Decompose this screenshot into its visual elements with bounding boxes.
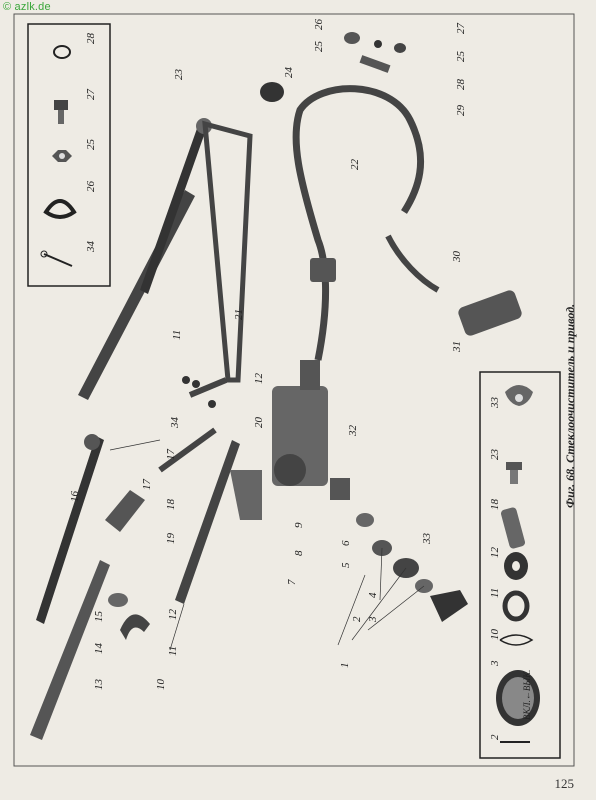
callout-2b: 2 [489, 734, 501, 740]
callout-20: 20 [253, 417, 265, 429]
callout-18: 18 [489, 499, 501, 511]
washer-28-icon [53, 45, 71, 59]
callout-8: 8 [293, 550, 305, 556]
callout-9: 9 [293, 522, 305, 528]
linkage-rods [158, 120, 253, 604]
watermark: © azlk.de [3, 1, 51, 13]
callout-24: 24 [283, 67, 295, 79]
cotter-pin-34-icon [40, 250, 73, 267]
callout-4: 4 [367, 592, 379, 598]
callout-27: 27 [85, 89, 97, 101]
screw-27-icon [54, 100, 68, 124]
callout-14: 14 [93, 643, 105, 655]
bushing-33-icon [505, 385, 533, 406]
callout-12: 12 [489, 547, 501, 559]
callout-34: 34 [85, 241, 97, 254]
callout-34: 34 [169, 417, 181, 430]
top-fastener-cluster [260, 32, 406, 102]
callout-18: 18 [165, 499, 177, 511]
callout-11b: 11 [171, 330, 183, 340]
callout-28: 28 [455, 79, 467, 91]
callout-11: 11 [489, 588, 501, 598]
spring-clip-10-icon [499, 634, 534, 646]
inset-parts-bottom [479, 371, 561, 759]
lower-parts-column [330, 478, 468, 622]
callout-26: 26 [313, 19, 325, 31]
flexible-cable-drive [292, 85, 425, 361]
inset-fasteners-top [27, 23, 111, 287]
callout-30: 30 [451, 251, 463, 264]
wiper-switch [385, 234, 522, 336]
callout-32: 32 [347, 425, 359, 438]
callout-13: 13 [93, 679, 105, 691]
callout-25: 25 [313, 41, 325, 53]
callout-7: 7 [286, 579, 298, 585]
wiper-motor [272, 360, 328, 486]
callout-31: 31 [451, 341, 463, 353]
callout-28: 28 [85, 33, 97, 45]
knob-3-icon [496, 670, 540, 726]
nut-25-icon [52, 150, 72, 162]
sleeve-18-icon [500, 507, 526, 549]
callout-1: 1 [339, 663, 351, 669]
callout-labels: 28 27 25 26 34 33 23 18 12 11 10 3 2 1 2… [69, 19, 501, 741]
callout-5: 5 [340, 562, 352, 568]
callout-16: 16 [69, 491, 81, 503]
page-number: 125 [554, 776, 575, 791]
callout-21: 21 [233, 309, 245, 320]
wiper-arm-lower [30, 434, 110, 740]
callout-26: 26 [85, 181, 97, 193]
callout-29: 29 [455, 105, 467, 117]
figure-caption: Фиг. 68. Стеклоочиститель и привод. [563, 304, 577, 508]
callout-17: 17 [141, 479, 153, 491]
callout-11: 11 [167, 646, 179, 656]
callout-6: 6 [340, 540, 352, 546]
washer-11-icon [502, 590, 530, 622]
washer-12-icon [504, 552, 528, 580]
callout-19: 19 [165, 533, 177, 545]
page-frame [13, 13, 575, 767]
callout-22: 22 [349, 159, 361, 171]
callout-27: 27 [455, 23, 467, 35]
callout-33: 33 [489, 397, 501, 410]
callout-23: 23 [173, 69, 185, 81]
callout-25b: 25 [455, 51, 467, 63]
knob-label: ВКЛ.←ВЫК. [522, 670, 532, 720]
bolt-23-icon [506, 462, 522, 484]
callout-3b: 3 [489, 660, 501, 667]
callout-12b: 12 [253, 373, 265, 385]
callout-15: 15 [93, 611, 105, 623]
clamp-26-icon [43, 199, 77, 219]
callout-17b: 17 [165, 449, 177, 461]
callout-2: 2 [351, 616, 363, 622]
callout-3: 3 [367, 616, 379, 623]
leader-lines [109, 439, 425, 651]
callout-10: 10 [155, 679, 167, 691]
small-parts-middle [105, 376, 262, 640]
callout-12: 12 [167, 609, 179, 621]
callout-33: 33 [421, 533, 433, 546]
callout-10: 10 [489, 629, 501, 641]
callout-25: 25 [85, 139, 97, 151]
callout-23: 23 [489, 449, 501, 461]
wiper-arm-upper [78, 118, 212, 400]
